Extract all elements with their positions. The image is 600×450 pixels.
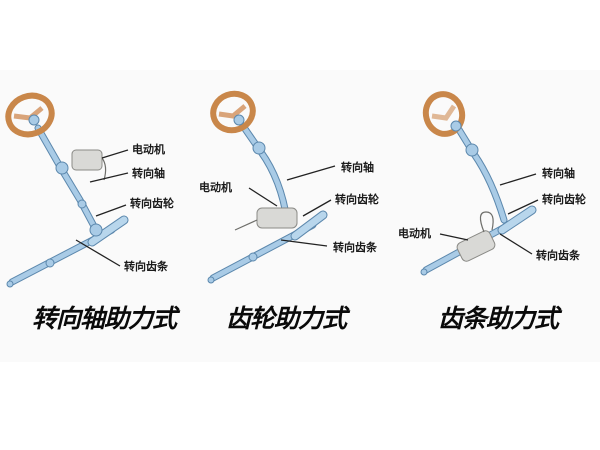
leader-line-shaft: [499, 173, 537, 186]
pinion-assist-illustration: [207, 90, 336, 284]
panel-pinion-assist: 转向轴 电动机 转向齿轮 转向齿条: [195, 70, 395, 300]
label-motor: 电动机: [398, 227, 431, 240]
leader-line-rack: [499, 233, 533, 255]
leader-line-motor: [101, 149, 129, 159]
leader-line-shaft: [286, 165, 336, 181]
title-column-assist: 转向轴助力式: [32, 304, 177, 333]
label-steering-shaft: 转向轴: [132, 167, 165, 180]
label-steering-gear: 转向齿轮: [542, 193, 586, 206]
steering-shaft-icon: [454, 124, 508, 224]
steering-rack-icon: [207, 210, 328, 284]
label-motor: 电动机: [132, 143, 165, 156]
label-steering-rack: 转向齿条: [333, 241, 377, 254]
panel-rack-assist: 转向轴 转向齿轮 电动机 转向齿条: [398, 70, 600, 300]
panel-column-assist: 电动机 转向轴 转向齿轮 转向齿条: [0, 70, 200, 300]
leader-line-shaft: [89, 172, 129, 183]
steering-rack-icon: [6, 215, 129, 288]
title-pinion-assist: 齿轮助力式: [226, 304, 347, 333]
label-steering-gear: 转向齿轮: [335, 193, 379, 206]
steering-shaft-icon: [239, 122, 291, 224]
leader-line-motor: [248, 187, 278, 207]
steering-wheel-icon: [5, 92, 55, 138]
label-steering-shaft: 转向轴: [542, 167, 575, 180]
steering-shaft-icon: [34, 124, 103, 237]
leader-line-rack: [280, 239, 328, 247]
column-assist-illustration: [5, 92, 129, 288]
steering-wheel-icon: [422, 91, 466, 137]
label-steering-rack: 转向齿条: [124, 260, 168, 273]
motor-icon: [456, 211, 496, 262]
label-steering-rack: 转向齿条: [536, 249, 580, 262]
label-motor: 电动机: [199, 181, 232, 194]
label-steering-gear: 转向齿轮: [130, 197, 174, 210]
leader-line-gear: [302, 199, 332, 217]
label-steering-shaft: 转向轴: [341, 161, 374, 174]
steering-wheel-icon: [210, 90, 256, 134]
title-rack-assist: 齿条助力式: [438, 304, 559, 333]
leader-line-gear: [507, 199, 539, 215]
leader-line-motor: [439, 233, 469, 241]
rack-assist-illustration: [420, 91, 539, 276]
leader-line-rack: [75, 239, 121, 267]
motor-icon: [234, 207, 298, 231]
leader-line-gear: [95, 204, 127, 217]
motor-icon: [71, 149, 107, 181]
